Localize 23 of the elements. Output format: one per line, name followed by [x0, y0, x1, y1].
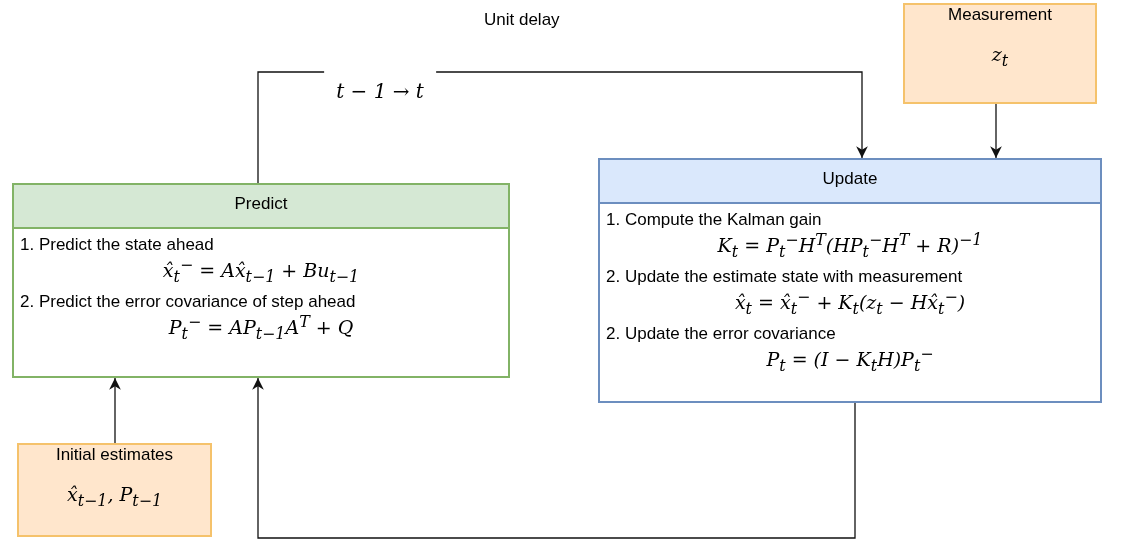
- formula: z$_{t}$: [990, 43, 1010, 70]
- step-panel: [12, 183, 510, 378]
- formula: x̂$_{t}$$^{−}$ = Ax̂$_{t−1}$ + Bu$_{t−1}$: [161, 255, 361, 287]
- arrow: [252, 377, 856, 539]
- box-title: Initial estimates: [54, 445, 175, 465]
- formula: x̂$_{t−1}$, P$_{t−1}$: [66, 483, 163, 510]
- note-text: Unit delay: [484, 10, 560, 30]
- panel-title: Predict: [14, 185, 508, 229]
- formula: K$_{t}$ = P$_{t}$$^{−}$H$^{T}$(HP$_{t}$$^{−}$H$^{T}$ + R)$^{−1}$: [716, 230, 984, 262]
- step-text: 1. Compute the Kalman gain: [605, 210, 823, 230]
- box-title: Measurement: [947, 5, 1053, 25]
- arrow: [109, 377, 121, 444]
- arrow: [990, 103, 1002, 159]
- step-text: 1. Predict the state ahead: [19, 235, 215, 255]
- step-text: 2. Predict the error covariance of step ahead: [19, 292, 357, 313]
- step-panel: [598, 158, 1102, 403]
- input-box: [903, 3, 1097, 104]
- formula: P$_{t}$$^{−}$ = AP$_{t−1}$A$^{T}$ + Q: [167, 312, 355, 344]
- input-box: [17, 443, 212, 537]
- step-text: 2. Update the error covariance: [605, 324, 837, 345]
- step-text: 2. Update the estimate state with measurement: [605, 267, 964, 288]
- panel-title: Update: [600, 160, 1100, 204]
- formula: x̂$_{t}$ = x̂$_{t}$$^{−}$ + K$_{t}$(z$_{t}$ − Hx̂$_{t}$$^{−}$): [733, 287, 967, 319]
